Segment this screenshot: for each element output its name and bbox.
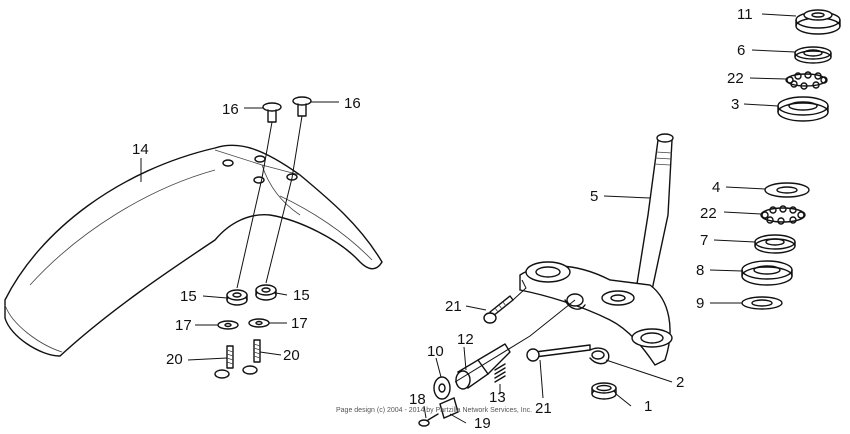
callout-20-right: 20 <box>283 347 300 364</box>
cable-clamp-2 <box>589 347 610 365</box>
callout-13: 13 <box>489 389 506 406</box>
front-fender <box>4 144 383 357</box>
callout-6: 6 <box>737 42 745 59</box>
bolt-21-lower <box>526 344 591 362</box>
bottom-ball-race-8 <box>741 260 793 286</box>
nut-15-left <box>226 289 248 306</box>
callout-14: 14 <box>132 141 149 158</box>
bottom-bridge <box>519 261 673 366</box>
copyright-footer: Page design (c) 2004 - 2014 by Partzilla… <box>336 407 532 414</box>
bolt-16-left <box>262 102 282 123</box>
callout-8: 8 <box>696 262 704 279</box>
callout-7: 7 <box>700 232 708 249</box>
nut-15-right <box>255 284 277 301</box>
callout-15-right: 15 <box>293 287 310 304</box>
bolt-21-upper <box>483 295 514 324</box>
callout-15-left: 15 <box>180 288 197 305</box>
callout-5: 5 <box>590 188 598 205</box>
callout-19: 19 <box>474 415 491 432</box>
dust-seal-4 <box>764 182 810 198</box>
callout-2: 2 <box>676 374 684 391</box>
bolt-20-left <box>214 345 234 379</box>
bottom-cone-race-7 <box>754 234 796 254</box>
top-ball-race-3 <box>777 96 829 122</box>
callout-3: 3 <box>731 96 739 113</box>
washer-17-right <box>248 318 270 328</box>
spring-13 <box>494 363 506 383</box>
screw-18 <box>418 413 439 427</box>
callout-12: 12 <box>457 331 474 348</box>
grommet-1 <box>591 382 617 400</box>
bolt-20-right <box>242 339 261 375</box>
callout-1: 1 <box>644 398 652 415</box>
top-cone-race-6 <box>794 46 832 64</box>
callout-22-upper: 22 <box>727 70 744 87</box>
steel-balls-22-lower <box>760 205 806 225</box>
adjusting-nut-11 <box>795 9 841 35</box>
callout-21-lower: 21 <box>535 400 552 417</box>
callout-17-left: 17 <box>175 317 192 334</box>
steel-balls-22-upper <box>785 71 828 90</box>
steering-stem <box>635 133 674 291</box>
callout-4: 4 <box>712 179 720 196</box>
callout-16-left: 16 <box>222 101 239 118</box>
callout-17-right: 17 <box>291 315 308 332</box>
callout-10: 10 <box>427 343 444 360</box>
steering-lock-12 <box>455 343 511 390</box>
callout-16-right: 16 <box>344 95 361 112</box>
plate-19 <box>439 397 459 419</box>
callout-labels: 11 6 22 3 4 22 7 8 9 5 16 16 14 15 15 17… <box>132 6 753 432</box>
lock-cover-10 <box>433 376 451 400</box>
callout-21-upper: 21 <box>445 298 462 315</box>
callout-20-left: 20 <box>166 351 183 368</box>
dust-seal-9 <box>741 296 783 310</box>
callout-22-lower: 22 <box>700 205 717 222</box>
callout-11: 11 <box>737 6 753 23</box>
bolt-16-right <box>292 96 312 117</box>
washer-17-left <box>217 320 239 330</box>
callout-18: 18 <box>409 391 426 408</box>
callout-9: 9 <box>696 295 704 312</box>
leader-lines <box>140 13 797 424</box>
